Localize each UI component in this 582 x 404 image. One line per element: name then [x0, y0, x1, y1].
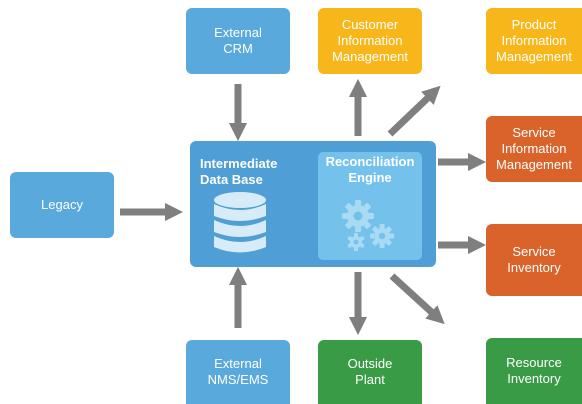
- reconciliation-engine-title: Reconciliation Engine: [325, 154, 415, 185]
- arrow-hub-to-resource: [389, 273, 445, 325]
- service-information-management-box: Service Information Management: [486, 116, 582, 182]
- arrow-hub-to-product: [387, 85, 441, 137]
- gears-icon: [342, 200, 394, 251]
- customer-information-management-box: Customer Information Management: [318, 8, 422, 74]
- external-nms-ems-box: External NMS/EMS: [186, 340, 290, 404]
- legacy-box: Legacy: [10, 172, 114, 238]
- service-inventory-box: Service Inventory: [486, 224, 582, 296]
- product-information-management-box: Product Information Management: [486, 8, 582, 74]
- outside-plant-box: Outside Plant: [318, 340, 422, 404]
- database-icon: [214, 192, 266, 253]
- resource-inventory-box: Resource Inventory: [486, 338, 582, 404]
- external-crm-box: External CRM: [186, 8, 290, 74]
- intermediate-database-title: Intermediate Data Base: [200, 156, 278, 187]
